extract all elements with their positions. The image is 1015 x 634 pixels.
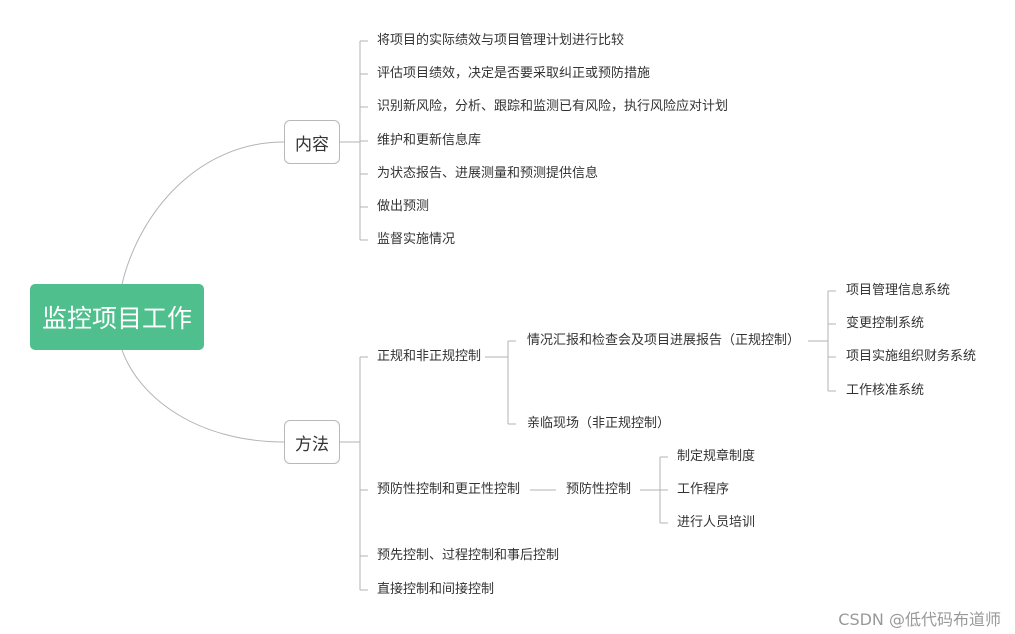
onsite-node[interactable]: 亲临现场（非正规控制） [527, 416, 671, 431]
root-topic[interactable]: 监控项目工作 [30, 284, 204, 350]
method-item-direct[interactable]: 直接控制和间接控制 [377, 582, 495, 597]
content-item-3[interactable]: 识别新风险，分析、跟踪和监测已有风险，执行风险应对计划 [377, 99, 729, 114]
preventive-corrective-node[interactable]: 预防性控制和更正性控制 [377, 482, 521, 497]
watermark: CSDN @低代码布道师 [838, 610, 1001, 629]
preventive-item-1[interactable]: 制定规章制度 [677, 449, 756, 464]
preventive-item-2[interactable]: 工作程序 [677, 482, 730, 497]
formal-control-node[interactable]: 正规和非正规控制 [377, 349, 482, 364]
preventive-item-3[interactable]: 进行人员培训 [677, 515, 756, 530]
report-item-4[interactable]: 工作核准系统 [846, 383, 925, 398]
content-node[interactable]: 内容 [284, 120, 340, 164]
content-item-6[interactable]: 做出预测 [377, 199, 430, 214]
report-item-1[interactable]: 项目管理信息系统 [846, 283, 951, 298]
preventive-node[interactable]: 预防性控制 [566, 482, 632, 497]
content-item-5[interactable]: 为状态报告、进展测量和预测提供信息 [377, 166, 599, 181]
report-node[interactable]: 情况汇报和检查会及项目进展报告（正规控制） [527, 333, 801, 348]
method-item-timing[interactable]: 预先控制、过程控制和事后控制 [377, 548, 560, 563]
report-item-2[interactable]: 变更控制系统 [846, 316, 925, 331]
content-item-4[interactable]: 维护和更新信息库 [377, 133, 482, 148]
method-node[interactable]: 方法 [284, 420, 340, 464]
content-item-2[interactable]: 评估项目绩效，决定是否要采取纠正或预防措施 [377, 66, 651, 81]
content-item-7[interactable]: 监督实施情况 [377, 232, 456, 247]
content-item-1[interactable]: 将项目的实际绩效与项目管理计划进行比较 [377, 33, 625, 48]
report-item-3[interactable]: 项目实施组织财务系统 [846, 349, 977, 364]
